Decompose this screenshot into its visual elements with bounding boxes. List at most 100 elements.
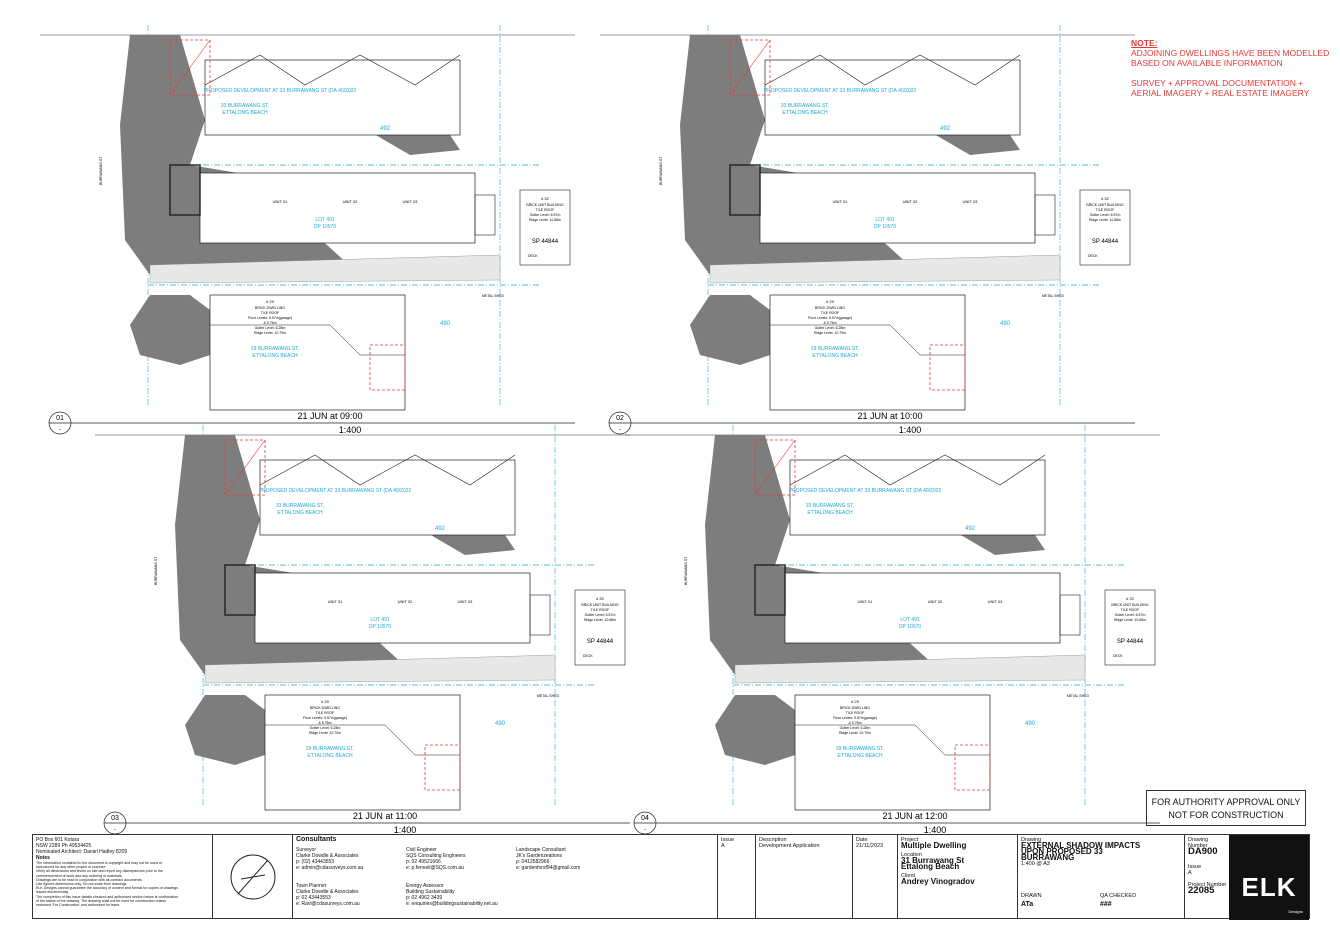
- qa-heading: QA CHECKED: [1100, 893, 1137, 899]
- view-title: 21 JUN at 12:00: [882, 811, 947, 821]
- note-line: AERIAL IMAGERY + REAL ESTATE IMAGERY: [1131, 88, 1310, 98]
- project-cell: Project Multiple Dwelling Location 31 Bu…: [898, 835, 1018, 918]
- south-neighbour-detail: Gutter Level: 6.28m: [255, 326, 286, 330]
- office-line: Nominated Architect: Daniel Hadley 8209: [36, 849, 128, 855]
- lot-number: 492: [940, 126, 951, 132]
- hatched-region: [169, 39, 211, 96]
- project-heading: Project: [901, 837, 919, 843]
- south-neighbour-detail: BRICK DWELLING: [310, 706, 340, 710]
- unit-label: UNIT 01: [273, 199, 289, 204]
- neighbour-address: ETTALONG BEACH: [222, 110, 268, 116]
- south-address: ETTALONG BEACH: [812, 353, 858, 359]
- east-neighbour-detail: Ridge Level: 10.68m: [584, 618, 616, 622]
- shadow-plan-view: PROPOSED DEVELOPMENT AT 33 BURRAWANG ST …: [625, 425, 1160, 835]
- project-value: Multiple Dwelling: [901, 841, 967, 850]
- street-label: BURRAWANG ST: [684, 556, 688, 585]
- south-neighbour-detail: & 5.76m: [848, 721, 861, 725]
- east-neighbour-detail: Gutter Level: 6.57m: [1090, 213, 1121, 217]
- view-scale: 1:400: [899, 425, 922, 435]
- south-address: ETTALONG BEACH: [252, 353, 298, 359]
- view-title: 21 JUN at 09:00: [297, 411, 362, 421]
- consultant-detail: p: 02 49521666: [406, 859, 441, 865]
- lot-number: 490: [1025, 721, 1036, 727]
- modelling-note: NOTE: ADJOINING DWELLINGS HAVE BEEN MODE…: [1131, 38, 1331, 98]
- view-sheet-ref: -: [619, 427, 621, 433]
- view-title: 21 JUN at 11:00: [353, 811, 417, 821]
- consultant-detail: JK's Gardenzeations: [516, 853, 562, 859]
- view-scale: 1:400: [339, 425, 362, 435]
- south-neighbour-detail: Ridge Level: 10.70m: [839, 731, 871, 735]
- issue-heading: Issue: [1188, 864, 1202, 870]
- note-line: issued electronically.: [36, 890, 69, 895]
- consultant-role: Town Planner: [296, 883, 327, 889]
- unit-label: UNIT 01: [833, 199, 849, 204]
- roof-line: [265, 724, 460, 756]
- neighbour-building-33: [764, 59, 1021, 136]
- east-neighbour-detail: Ridge Level: 10.68m: [1089, 218, 1121, 222]
- neighbour-building-33: [259, 459, 516, 536]
- east-neighbour-box: [519, 189, 571, 266]
- consultant-detail: p: 02 4962 3439: [406, 895, 443, 901]
- view-title: 21 JUN at 10:00: [857, 411, 922, 421]
- strata-plan-label: SP 44844: [1117, 639, 1144, 645]
- driveway: [709, 254, 1061, 284]
- note-line: ELK Designs cannot guarantee the accurac…: [36, 886, 179, 891]
- shed-label: METAL SHED: [1067, 694, 1089, 698]
- unit-label: UNIT 02: [903, 199, 919, 204]
- south-neighbour-detail: Floor Levels: 5.57m(garage): [808, 316, 852, 320]
- east-neighbour-box: [574, 589, 626, 666]
- neighbour-address: ETTALONG BEACH: [277, 510, 323, 516]
- neighbour-building-33: [789, 459, 1046, 536]
- neighbour-address: ETTALONG BEACH: [807, 510, 853, 516]
- drawing-scale: 1:400 @ A3: [1021, 861, 1050, 867]
- deck-label: DECK: [1088, 254, 1098, 258]
- hatched-region: [929, 344, 966, 391]
- unit-label: UNIT 03: [988, 599, 1004, 604]
- date-value: 21/11/2023: [856, 843, 884, 849]
- note-heading: NOTE:: [1131, 38, 1158, 48]
- issue-heading: Issue: [721, 837, 735, 843]
- east-neighbour-detail: Gutter Level: 6.57m: [530, 213, 561, 217]
- drawing-title-1: EXTERNAL SHADOW IMPACTS: [1021, 841, 1141, 850]
- client-heading: Client: [901, 873, 916, 879]
- location-line-1: 31 Burrawang St: [901, 856, 965, 865]
- hatch-line: [169, 39, 211, 96]
- elk-logo: ELK Designs: [1229, 835, 1309, 920]
- unit-label: UNIT 01: [328, 599, 344, 604]
- south-neighbour-detail: Floor Levels: 5.57m(garage): [303, 716, 347, 720]
- roof-line: [210, 324, 405, 356]
- consultant-detail: SQS Consulting Engineers: [406, 853, 466, 859]
- issue-value: A: [721, 843, 725, 849]
- south-neighbour-detail: TILE ROOF: [846, 711, 864, 715]
- view-sheet-ref: -: [114, 827, 116, 833]
- unit-label: UNIT 02: [398, 599, 414, 604]
- stair-hatch: [1059, 594, 1081, 636]
- strata-plan-label: SP 44844: [532, 239, 559, 245]
- lot-label: LOT 491: [370, 617, 390, 623]
- note-line: Verify all dimensions and levels on site…: [36, 869, 163, 874]
- south-address: 29 BURRAWANG ST,: [836, 746, 884, 752]
- view-scale: 1:400: [924, 825, 947, 835]
- south-neighbour-detail: & 5.76m: [263, 321, 276, 325]
- garage-outline: [754, 564, 786, 616]
- driveway: [149, 254, 501, 284]
- neighbour-address: 33 BURRAWANG ST,: [806, 503, 854, 509]
- notes-heading: Notes: [36, 855, 50, 861]
- drawing-number-cell: Drawing Number DA900 Issue A Project Num…: [1185, 835, 1231, 918]
- street-label: BURRAWANG ST: [154, 556, 158, 585]
- neighbour-building-29: [769, 294, 966, 411]
- south-neighbour-detail: Gutter Level: 6.28m: [815, 326, 846, 330]
- south-neighbour-detail: Gutter Level: 6.28m: [310, 726, 341, 730]
- lot-number: 490: [495, 721, 506, 727]
- lot-label: LOT 491: [875, 217, 895, 223]
- hatch-line: [729, 39, 771, 96]
- drawn-value: ATa: [1021, 901, 1034, 908]
- south-address: 29 BURRAWANG ST,: [811, 346, 859, 352]
- lot-number: 492: [965, 526, 976, 532]
- deck-label: DECK: [583, 654, 593, 658]
- shadow-plan-view: PROPOSED DEVELOPMENT AT 33 BURRAWANG ST …: [40, 25, 575, 435]
- note-line: commencement of work and any ordering of…: [36, 873, 123, 878]
- south-neighbour-number: # 29: [321, 699, 330, 704]
- roof-line: [764, 54, 1021, 86]
- hatched-region: [424, 744, 461, 791]
